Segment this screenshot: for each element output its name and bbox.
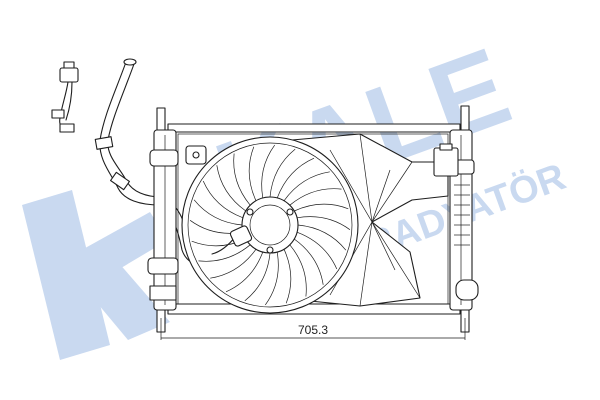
fan-blade (233, 153, 251, 206)
hose-clamp (94, 136, 114, 150)
fan-blade (283, 171, 330, 202)
fan-blade (294, 203, 349, 212)
hose-clamp-2 (110, 171, 130, 191)
fan-blade (276, 157, 315, 199)
fan-blade (297, 224, 347, 251)
fan-mount-bracket-bolt (192, 151, 200, 159)
left-tank-outlet (147, 257, 179, 275)
left-tank-inlet (149, 149, 179, 167)
fan-motor-connector-plug (439, 143, 453, 151)
radiator-top-rail (167, 123, 461, 133)
wire-connector-plug (59, 67, 79, 83)
fan-blade (202, 180, 244, 219)
fan-hub (241, 196, 299, 254)
left-top-pin (156, 107, 166, 131)
fan-blade (244, 252, 271, 302)
fan-blades (189, 144, 351, 306)
hose-outer-left (99, 61, 161, 206)
radiator-bottom-rail (167, 303, 461, 315)
dimension-label: 705.3 (298, 323, 328, 337)
fan-blade (193, 199, 243, 226)
fan-blade (296, 231, 338, 270)
shroud-inner-lines (359, 133, 421, 307)
fan-blade (296, 216, 351, 230)
fan-blade (210, 248, 257, 279)
fan-blade (289, 244, 307, 297)
watermark-k-leg (78, 262, 170, 340)
right-tank-cap (455, 279, 479, 301)
watermark-k-arm (60, 212, 168, 296)
width-dimension: 705.3 (160, 318, 466, 340)
fan-blade (283, 249, 292, 304)
wire-connector-latch (63, 61, 75, 69)
shroud-rib-2 (371, 169, 396, 271)
fan-blade (198, 244, 251, 262)
fan-ring-inner (187, 142, 353, 308)
fan-blade (261, 144, 275, 199)
right-tank-ribs (454, 184, 470, 246)
fan-blade (293, 238, 324, 285)
fan-blade (289, 188, 342, 206)
fan-hub-bolt (246, 208, 254, 216)
hose-outer-right (107, 63, 163, 198)
fan-blade (216, 165, 247, 212)
cooling-fan (181, 136, 359, 314)
fan-hub-inner (249, 204, 291, 246)
wire-clip (51, 109, 65, 119)
fan-motor-connector (433, 147, 459, 177)
fan-hub-bolt (266, 246, 274, 254)
left-tank-bracket (149, 285, 177, 301)
right-top-pin (460, 105, 470, 131)
wire-clip-2 (59, 123, 75, 133)
fan-blade (248, 146, 257, 201)
hose-end-cap (123, 58, 137, 66)
wire-harness-2 (65, 81, 73, 121)
fan-hub-bolt (286, 208, 294, 216)
motor-wire-clip (229, 225, 253, 247)
fan-blade (265, 251, 279, 306)
fan-blade (225, 251, 264, 293)
fan-blade (269, 148, 296, 198)
